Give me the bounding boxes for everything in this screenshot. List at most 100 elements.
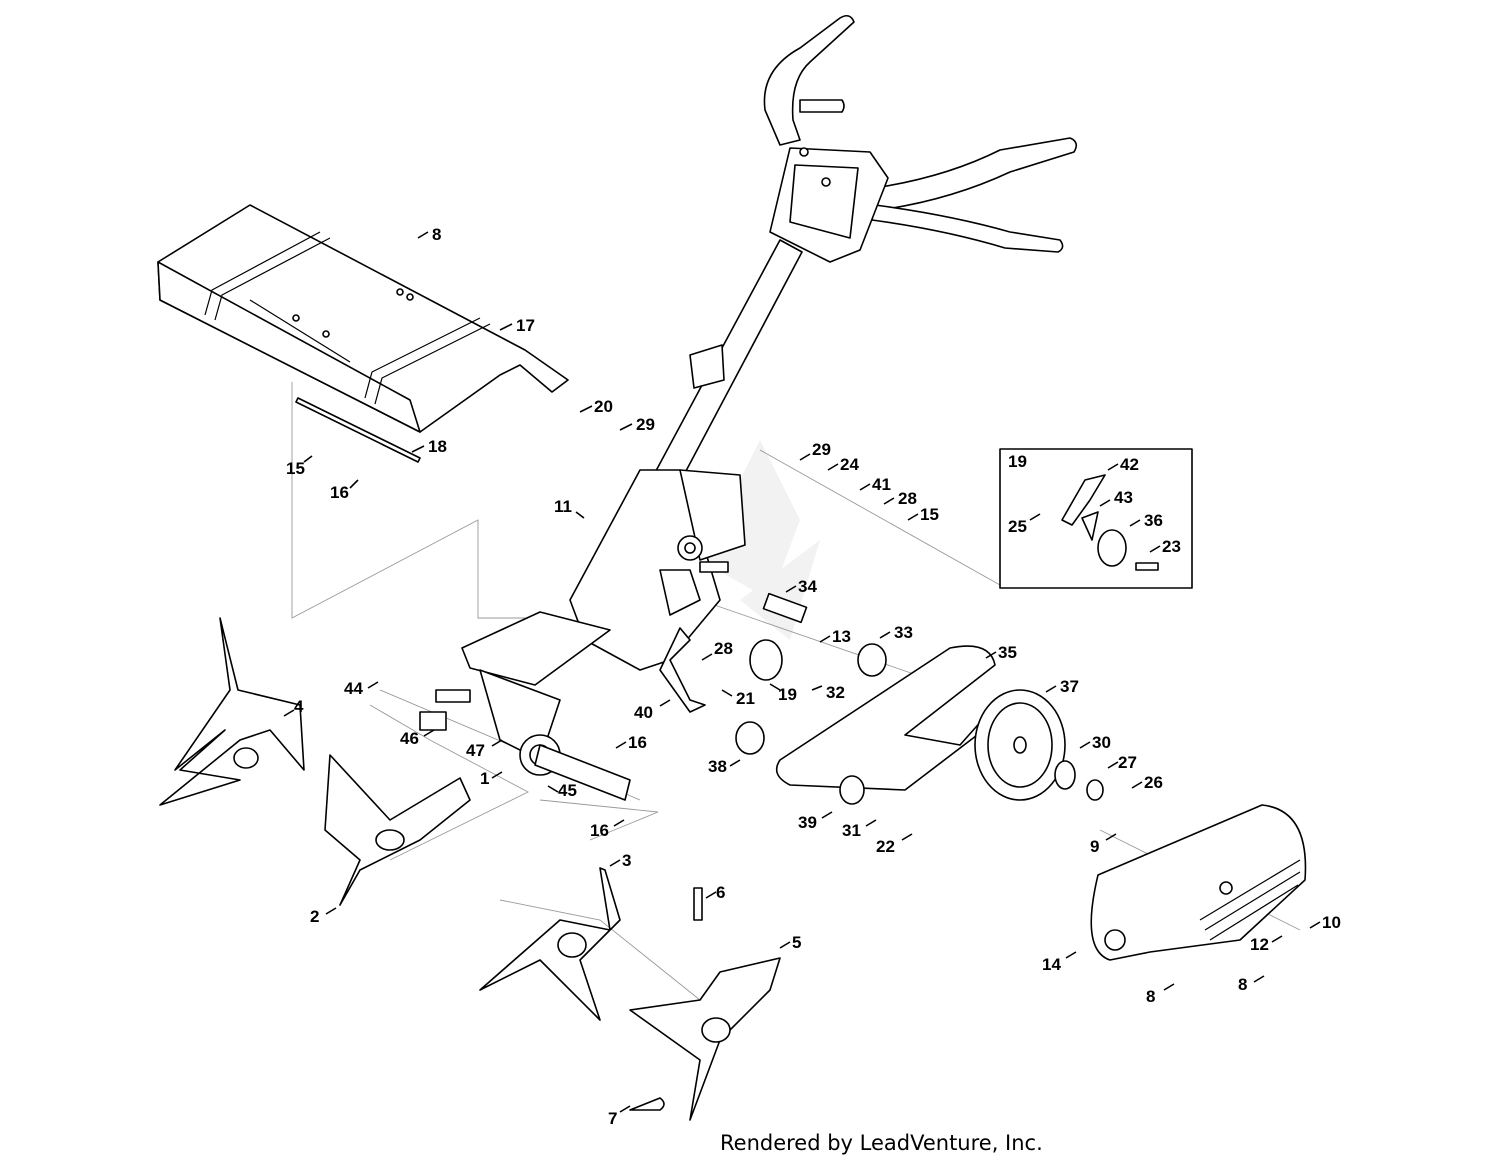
pulley-33 bbox=[857, 643, 887, 677]
callout-7: 7 bbox=[608, 1105, 631, 1128]
svg-text:5: 5 bbox=[792, 933, 801, 952]
tine-shield bbox=[157, 204, 569, 433]
svg-text:32: 32 bbox=[826, 683, 845, 702]
svg-text:16: 16 bbox=[628, 733, 647, 752]
svg-text:8: 8 bbox=[432, 225, 441, 244]
callout-6: 6 bbox=[705, 883, 725, 902]
svg-text:15: 15 bbox=[286, 459, 305, 478]
svg-text:36: 36 bbox=[1144, 511, 1163, 530]
svg-text:19: 19 bbox=[778, 685, 797, 704]
callout-15b: 15 bbox=[907, 505, 939, 524]
callout-34: 34 bbox=[785, 577, 817, 596]
assembly-guide-lines bbox=[291, 382, 1301, 1001]
callout-25: 25 bbox=[1008, 513, 1041, 536]
callout-28a: 28 bbox=[883, 489, 917, 508]
tine-axle bbox=[419, 689, 631, 801]
svg-text:31: 31 bbox=[842, 821, 861, 840]
svg-text:45: 45 bbox=[558, 781, 577, 800]
svg-text:16: 16 bbox=[330, 483, 349, 502]
callout-12: 12 bbox=[1250, 935, 1283, 954]
svg-text:3: 3 bbox=[622, 851, 631, 870]
callout-39: 39 bbox=[798, 811, 833, 832]
callout-4: 4 bbox=[283, 697, 304, 717]
callouts: 8 17 20 29 18 15 16 11 29 24 41 28 15 19… bbox=[283, 225, 1341, 1128]
callout-36: 36 bbox=[1129, 511, 1163, 530]
callout-29a: 29 bbox=[619, 415, 655, 434]
svg-text:2: 2 bbox=[310, 907, 319, 926]
callout-8b: 8 bbox=[1238, 975, 1265, 994]
callout-43: 43 bbox=[1099, 488, 1133, 507]
washer-38 bbox=[735, 721, 765, 755]
svg-text:6: 6 bbox=[716, 883, 725, 902]
svg-text:15: 15 bbox=[920, 505, 939, 524]
callout-1: 1 bbox=[480, 769, 503, 788]
callout-23: 23 bbox=[1149, 537, 1181, 556]
svg-text:29: 29 bbox=[636, 415, 655, 434]
svg-text:44: 44 bbox=[344, 679, 363, 698]
callout-14: 14 bbox=[1042, 951, 1077, 974]
svg-text:43: 43 bbox=[1114, 488, 1133, 507]
callout-2: 2 bbox=[310, 907, 337, 926]
svg-text:18: 18 bbox=[428, 437, 447, 456]
svg-text:21: 21 bbox=[736, 689, 755, 708]
svg-text:8: 8 bbox=[1238, 975, 1247, 994]
svg-text:42: 42 bbox=[1120, 455, 1139, 474]
callout-13: 13 bbox=[819, 627, 851, 646]
callout-31: 31 bbox=[842, 819, 877, 840]
svg-text:12: 12 bbox=[1250, 935, 1269, 954]
pulley-39 bbox=[839, 775, 865, 805]
callout-8a: 8 bbox=[417, 225, 441, 244]
svg-text:30: 30 bbox=[1092, 733, 1111, 752]
idler-bracket bbox=[659, 627, 706, 713]
callout-21: 21 bbox=[721, 689, 755, 708]
callout-17: 17 bbox=[499, 316, 535, 335]
svg-text:46: 46 bbox=[400, 729, 419, 748]
spacer-34 bbox=[762, 592, 808, 624]
callout-32: 32 bbox=[811, 683, 845, 702]
callout-30: 30 bbox=[1079, 733, 1111, 752]
callout-5: 5 bbox=[779, 933, 801, 952]
callout-42: 42 bbox=[1107, 455, 1139, 474]
callout-29b: 29 bbox=[799, 440, 831, 461]
svg-text:28: 28 bbox=[714, 639, 733, 658]
callout-19-inset: 19 bbox=[1008, 452, 1027, 471]
svg-text:41: 41 bbox=[872, 475, 891, 494]
callout-40: 40 bbox=[634, 699, 671, 722]
svg-text:10: 10 bbox=[1322, 913, 1341, 932]
callout-37: 37 bbox=[1045, 677, 1079, 696]
svg-text:16: 16 bbox=[590, 821, 609, 840]
svg-text:26: 26 bbox=[1144, 773, 1163, 792]
handle-assembly bbox=[635, 14, 1078, 521]
svg-text:37: 37 bbox=[1060, 677, 1079, 696]
svg-text:17: 17 bbox=[516, 316, 535, 335]
callout-38: 38 bbox=[708, 757, 741, 776]
svg-text:47: 47 bbox=[466, 741, 485, 760]
tine-5 bbox=[629, 957, 781, 1121]
svg-text:19: 19 bbox=[1008, 452, 1027, 471]
svg-text:11: 11 bbox=[554, 497, 572, 516]
callout-15a: 15 bbox=[286, 455, 313, 478]
transmission-frame bbox=[461, 469, 746, 776]
svg-text:4: 4 bbox=[294, 697, 304, 716]
svg-text:25: 25 bbox=[1008, 517, 1027, 536]
tine-4 bbox=[159, 617, 305, 806]
callout-33: 33 bbox=[879, 623, 913, 642]
callout-20: 20 bbox=[579, 397, 613, 416]
callout-41: 41 bbox=[859, 475, 891, 494]
render-credit: Rendered by LeadVenture, Inc. bbox=[720, 1131, 1043, 1155]
callout-18: 18 bbox=[411, 437, 447, 456]
hairpin-clip bbox=[629, 1097, 665, 1111]
svg-text:35: 35 bbox=[998, 643, 1017, 662]
washer-30 bbox=[1054, 760, 1076, 790]
callout-45: 45 bbox=[547, 781, 577, 800]
leadventure-watermark bbox=[700, 440, 820, 640]
callout-27: 27 bbox=[1107, 753, 1137, 772]
callout-26: 26 bbox=[1131, 773, 1163, 792]
callout-47: 47 bbox=[466, 739, 503, 760]
svg-text:13: 13 bbox=[832, 627, 851, 646]
shield-flap bbox=[295, 397, 421, 463]
callout-44: 44 bbox=[344, 679, 379, 698]
svg-text:22: 22 bbox=[876, 837, 895, 856]
svg-text:28: 28 bbox=[898, 489, 917, 508]
